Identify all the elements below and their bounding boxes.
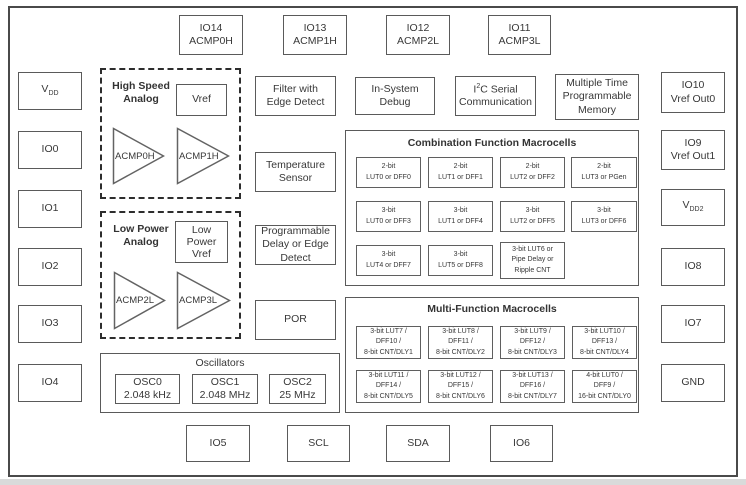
pin-label: GND	[681, 376, 705, 389]
low-power-analog-title: Low Power Analog	[113, 223, 169, 249]
comparator-label: ACMP1H	[179, 150, 219, 162]
macrocell-lut12-dff15: 3-bit LUT12 / DFF15 / 8-bit CNT/DLY6	[428, 370, 493, 403]
low-power-vref-block: Low Power Vref	[175, 221, 228, 263]
pin-io8: IO8	[661, 248, 725, 286]
pin-label: IO12 ACMP2L	[396, 21, 439, 47]
macrocell-3bit-lut5-dff8: 3-bit LUT5 or DFF8	[428, 245, 493, 276]
pin-label: SCL	[308, 436, 329, 449]
comparator-label: ACMP3L	[179, 295, 218, 306]
macrocell-3bit-lut2-dff5: 3-bit LUT2 or DFF5	[500, 201, 565, 232]
combination-macrocells-title: Combination Function Macrocells	[407, 137, 577, 149]
osc0-block: OSC0 2.048 kHz	[115, 374, 180, 404]
pin-io3: IO3	[18, 305, 82, 343]
pin-gnd: GND	[661, 364, 725, 402]
por-block: POR	[255, 300, 336, 340]
pin-label: IO10 Vref Out0	[670, 79, 716, 105]
pin-io6: IO6	[490, 425, 553, 462]
macrocell-4bit-lut0-dff9: 4-bit LUT0 / DFF9 / 16-bit CNT/DLY0	[572, 370, 637, 403]
filter-edge-detect-block: Filter with Edge Detect	[255, 76, 336, 116]
macrocell-3bit-lut3-dff6: 3-bit LUT3 or DFF6	[571, 201, 637, 232]
i2c-label: I2C Serial Communication	[459, 82, 532, 109]
pin-io12: IO12 ACMP2L	[386, 15, 450, 55]
pin-label: IO3	[41, 317, 59, 330]
pin-label: IO4	[41, 376, 59, 389]
acmp2l-comparator: ACMP2L	[113, 271, 166, 330]
pin-io9-vref-out1: IO9 Vref Out1	[661, 130, 725, 170]
multifunction-macrocells-group: Multi-Function Macrocells 3-bit LUT7 / D…	[345, 297, 639, 413]
acmp1h-comparator: ACMP1H	[176, 127, 230, 185]
pin-sda: SDA	[386, 425, 450, 462]
pin-io14: IO14 ACMP0H	[179, 15, 243, 55]
macrocell-lut11-dff14: 3-bit LUT11 / DFF14 / 8-bit CNT/DLY5	[356, 370, 421, 403]
pin-io2: IO2	[18, 248, 82, 286]
macrocell-2bit-lut2-dff2: 2-bit LUT2 or DFF2	[500, 157, 565, 188]
comparator-label: ACMP2L	[116, 295, 155, 306]
pin-io7: IO7	[661, 305, 725, 343]
pin-label: IO13 ACMP1H	[293, 21, 337, 47]
comparator-triangle-icon	[176, 271, 231, 330]
i2c-serial-block: I2C Serial Communication	[455, 76, 536, 116]
combination-macrocells-group: Combination Function Macrocells 2-bit LU…	[345, 130, 639, 286]
multifunction-macrocells-title: Multi-Function Macrocells	[427, 303, 557, 315]
pin-label: IO0	[41, 143, 59, 156]
osc2-block: OSC2 25 MHz	[269, 374, 326, 404]
pin-vdd2: VDD2	[661, 189, 725, 226]
pin-label: VDD	[41, 82, 59, 98]
pin-label: IO7	[684, 317, 702, 330]
macrocell-3bit-lut4-dff7: 3-bit LUT4 or DFF7	[356, 245, 421, 276]
pin-io0: IO0	[18, 131, 82, 169]
pin-label: IO11 ACMP3L	[498, 21, 541, 47]
macrocell-3bit-lut0-dff3: 3-bit LUT0 or DFF3	[356, 201, 421, 232]
comparator-triangle-icon	[113, 271, 166, 330]
oscillators-group: Oscillators OSC0 2.048 kHz OSC1 2.048 MH…	[100, 353, 340, 413]
pin-io11: IO11 ACMP3L	[488, 15, 551, 55]
pin-label: IO2	[41, 260, 59, 273]
comparator-triangle-icon	[176, 127, 230, 185]
macrocell-2bit-lut1-dff1: 2-bit LUT1 or DFF1	[428, 157, 493, 188]
macrocell-lut9-dff12: 3-bit LUT9 / DFF12 / 8-bit CNT/DLY3	[500, 326, 565, 359]
comparator-triangle-icon	[112, 127, 165, 185]
macrocell-3bit-lut6-pipe-delay: 3-bit LUT6 or Pipe Delay or Ripple CNT	[500, 242, 565, 279]
vref-block: Vref	[176, 84, 227, 116]
in-system-debug-block: In-System Debug	[355, 77, 435, 115]
pin-io10-vref-out0: IO10 Vref Out0	[661, 72, 725, 113]
comparator-label: ACMP0H	[115, 150, 155, 162]
pin-label: VDD2	[682, 199, 704, 214]
oscillators-title: Oscillators	[195, 357, 245, 369]
pin-label: IO1	[41, 202, 59, 215]
low-power-analog-group	[100, 211, 241, 339]
pin-label: SDA	[407, 436, 429, 449]
pin-io5: IO5	[186, 425, 250, 462]
high-speed-analog-group	[100, 68, 241, 199]
macrocell-3bit-lut1-dff4: 3-bit LUT1 or DFF4	[428, 201, 493, 232]
programmable-delay-block: Programmable Delay or Edge Detect	[255, 225, 336, 265]
pin-label: IO8	[684, 260, 702, 273]
temperature-sensor-block: Temperature Sensor	[255, 152, 336, 192]
macrocell-lut13-dff16: 3-bit LUT13 / DFF16 / 8-bit CNT/DLY7	[500, 370, 565, 403]
macrocell-2bit-lut3-pgen: 2-bit LUT3 or PGen	[571, 157, 637, 188]
pin-label: IO9 Vref Out1	[670, 136, 716, 162]
acmp0h-comparator: ACMP0H	[112, 127, 165, 185]
pin-label: IO5	[209, 436, 227, 449]
macrocell-lut8-dff11: 3-bit LUT8 / DFF11 / 8-bit CNT/DLY2	[428, 326, 493, 359]
pin-label: IO14 ACMP0H	[189, 21, 233, 47]
osc1-block: OSC1 2.048 MHz	[192, 374, 258, 404]
macrocell-2bit-lut0-dff0: 2-bit LUT0 or DFF0	[356, 157, 421, 188]
mtp-memory-block: Multiple Time Programmable Memory	[555, 74, 639, 120]
pin-io4: IO4	[18, 364, 82, 402]
pin-vdd: VDD	[18, 72, 82, 110]
pin-io1: IO1	[18, 190, 82, 228]
pin-scl: SCL	[287, 425, 350, 462]
pin-io13: IO13 ACMP1H	[283, 15, 347, 55]
page-edge-shadow	[0, 479, 746, 485]
acmp3l-comparator: ACMP3L	[176, 271, 231, 330]
high-speed-analog-title: High Speed Analog	[112, 80, 170, 106]
macrocell-lut7-dff10: 3-bit LUT7 / DFF10 / 8-bit CNT/DLY1	[356, 326, 421, 359]
pin-label: IO6	[513, 436, 530, 449]
macrocell-lut10-dff13: 3-bit LUT10 / DFF13 / 8-bit CNT/DLY4	[572, 326, 637, 359]
